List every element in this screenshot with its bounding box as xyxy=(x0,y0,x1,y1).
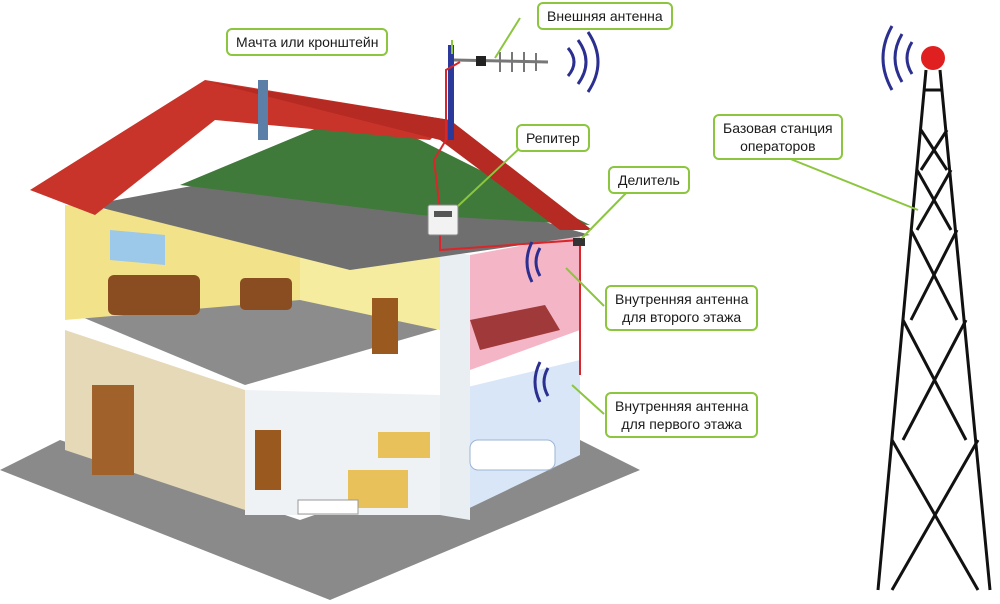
signal-waves-icon xyxy=(525,25,914,403)
bathroom-room xyxy=(455,360,580,515)
roof-interior xyxy=(180,110,590,225)
mast xyxy=(448,45,454,140)
label-outdoor-antenna: Внешняя антенна xyxy=(537,2,673,30)
label-antenna-floor2: Внутренняя антенна для второго этажа xyxy=(605,285,759,331)
chimney xyxy=(258,80,268,140)
label-mast-text: Мачта или кронштейн xyxy=(236,34,379,50)
label-splitter-text: Делитель xyxy=(618,172,680,188)
yagi-antenna-icon xyxy=(453,52,549,72)
house-illustration xyxy=(30,80,592,520)
label-base-station: Базовая станция операторов xyxy=(713,114,843,160)
label-repeater: Репитер xyxy=(516,124,590,152)
bed xyxy=(470,305,560,350)
label-antenna-floor1: Внутренняя антенна для первого этажа xyxy=(605,392,759,438)
sofa xyxy=(108,275,200,315)
label-mast: Мачта или кронштейн xyxy=(226,28,389,56)
label-connectors xyxy=(451,17,919,415)
antenna-cable xyxy=(432,61,461,211)
label-outdoor-antenna-text: Внешняя антенна xyxy=(547,8,663,24)
label-repeater-text: Репитер xyxy=(526,130,580,146)
tower-top-light xyxy=(921,46,945,70)
pink-room xyxy=(470,235,580,370)
label-splitter: Делитель xyxy=(608,166,690,194)
table xyxy=(297,499,359,515)
repeater-icon xyxy=(427,204,459,236)
label-antenna-floor1-line2: для первого этажа xyxy=(621,416,742,432)
splitter-icon xyxy=(573,238,585,246)
front-door xyxy=(92,385,134,475)
distribution-cable xyxy=(439,230,581,375)
cell-tower-icon xyxy=(876,69,992,591)
roof-tiles-right xyxy=(210,82,592,230)
upper-window xyxy=(110,230,165,265)
armchair xyxy=(240,278,292,310)
inner-door xyxy=(255,430,281,490)
label-antenna-floor2-line2: для второго этажа xyxy=(622,309,742,325)
label-base-station-line2: операторов xyxy=(740,138,816,154)
right-wall-frame xyxy=(440,250,470,520)
label-base-station-line1: Базовая станция xyxy=(723,120,833,136)
bathtub xyxy=(469,439,556,471)
label-antenna-floor1-line1: Внутренняя антенна xyxy=(615,398,749,414)
kitchen-cabinet-top xyxy=(378,432,430,458)
label-antenna-floor2-line1: Внутренняя антенна xyxy=(615,291,749,307)
upstairs-door xyxy=(372,298,398,354)
